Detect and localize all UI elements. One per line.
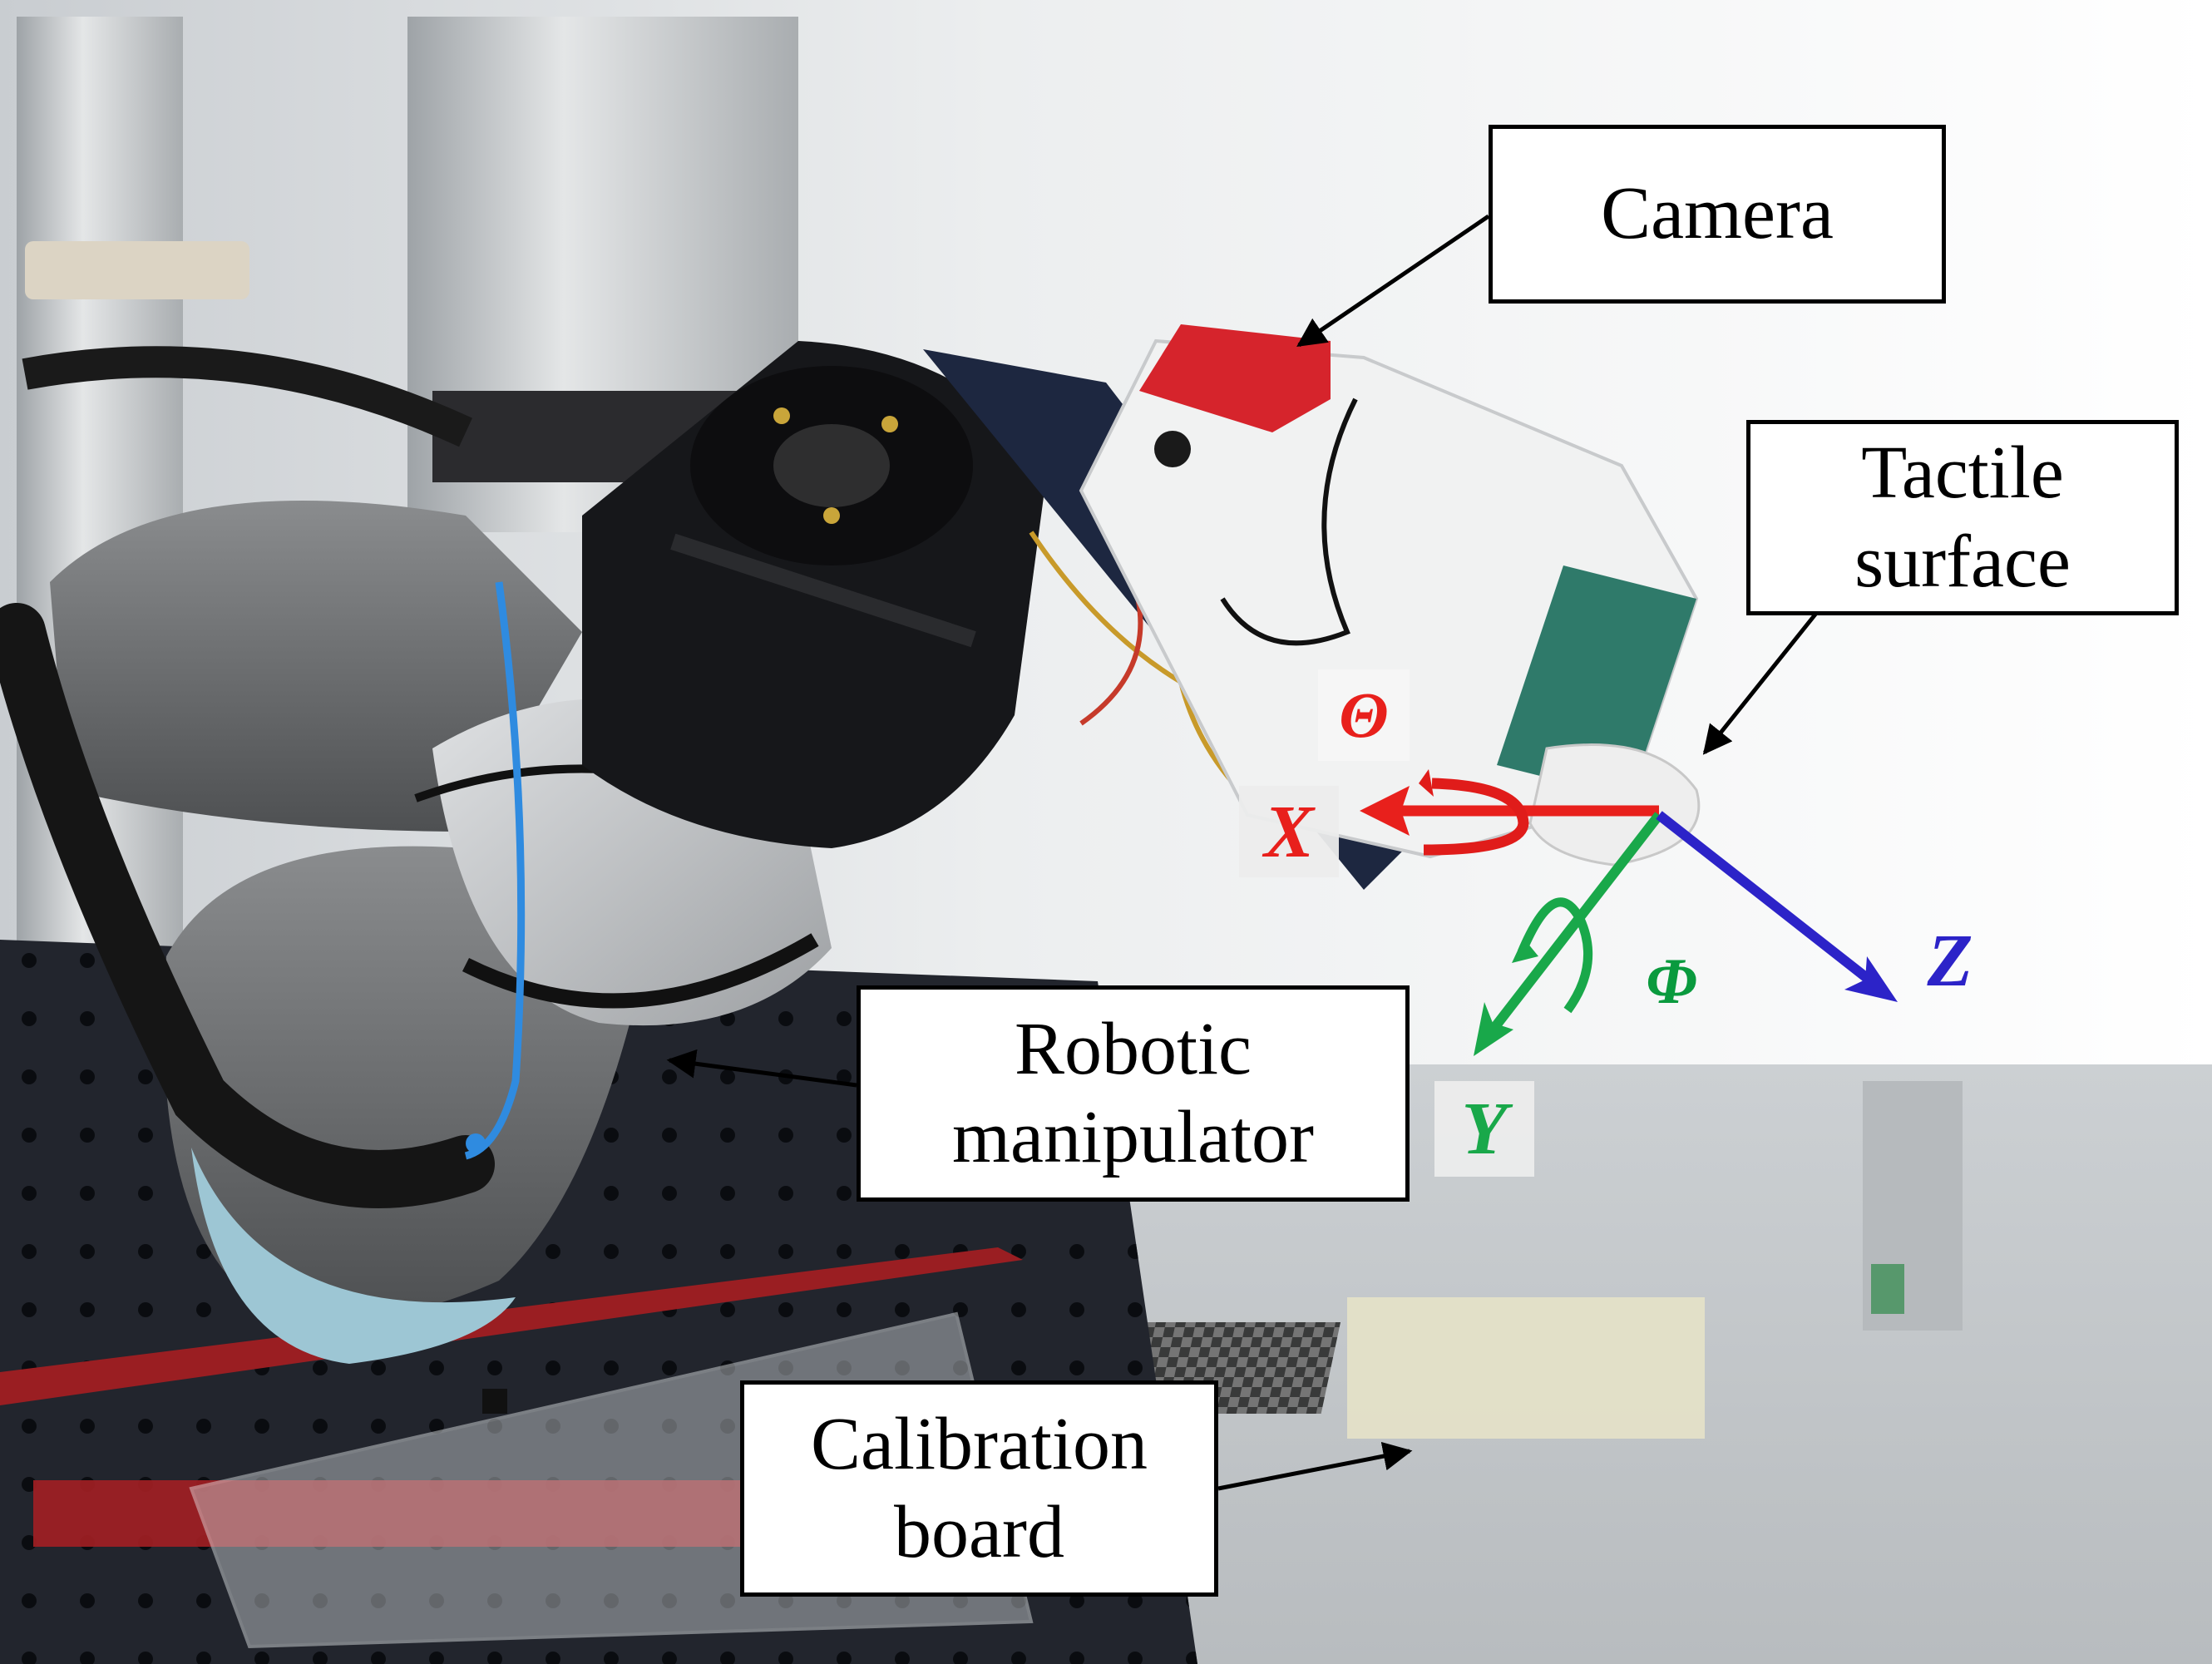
camera-label: Camera — [1601, 172, 1834, 255]
tactile-label-line1: Tactile — [1861, 432, 2064, 515]
z-axis-arrow — [1656, 811, 1874, 985]
phi-rotation-arrow — [1517, 897, 1593, 1014]
tactile-label-line2: surface — [1854, 520, 2071, 603]
z-axis-label: Z — [1904, 919, 1996, 1002]
robot-label-line1: Robotic — [1015, 1007, 1252, 1090]
tactile-dome — [1528, 743, 1701, 867]
coordinate-frame — [1360, 769, 1898, 1056]
robotic-manipulator-callout: Robotic manipulator — [857, 985, 1410, 1202]
theta-label: Θ — [1318, 669, 1410, 761]
phi-label: Φ — [1626, 940, 1717, 1023]
y-axis-label: Y — [1434, 1081, 1534, 1177]
theta-label-text: Θ — [1339, 679, 1389, 751]
x-axis-label: X — [1239, 786, 1339, 877]
board-label-line2: board — [894, 1491, 1064, 1573]
z-axis-label-text: Z — [1927, 919, 1973, 1002]
calibration-board-callout: Calibration board — [740, 1380, 1218, 1597]
y-axis-arrow — [1484, 812, 1663, 1039]
x-axis-label-text: X — [1263, 790, 1315, 873]
robot-label-line2: manipulator — [952, 1096, 1314, 1178]
phi-label-text: Φ — [1646, 945, 1697, 1017]
camera-callout: Camera — [1489, 125, 1946, 304]
board-label-line1: Calibration — [811, 1402, 1148, 1485]
theta-rotation-arrow — [1423, 778, 1529, 856]
camera-module — [1139, 324, 1331, 432]
y-axis-label-text: Y — [1461, 1088, 1508, 1170]
tactile-surface-callout: Tactile surface — [1746, 420, 2179, 615]
